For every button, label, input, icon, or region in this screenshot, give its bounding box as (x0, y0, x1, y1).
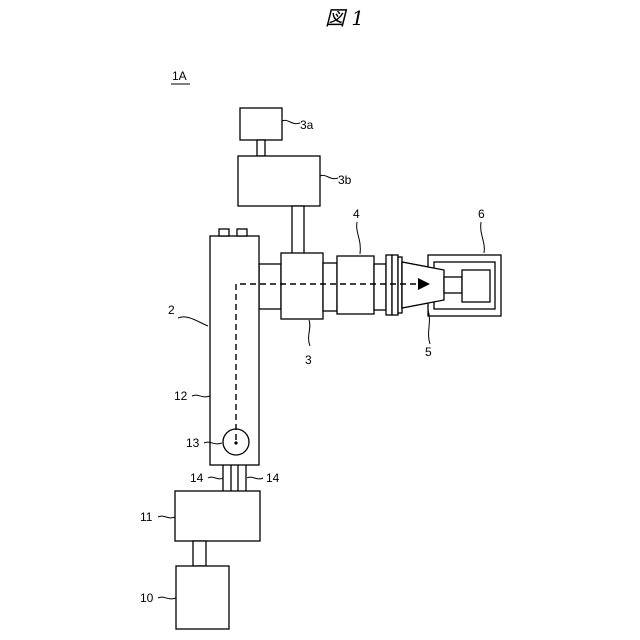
leader-3b (320, 175, 338, 178)
label-10: 10 (140, 591, 154, 605)
label-14-right: 14 (266, 471, 280, 485)
component-10-box (176, 566, 229, 629)
leader-6 (481, 222, 485, 253)
label-13: 13 (186, 436, 200, 450)
leader-2 (178, 317, 208, 326)
component-6-block (462, 270, 490, 302)
component-13-center-dot (234, 441, 237, 444)
label-5: 5 (425, 345, 432, 359)
component-11-box (175, 491, 260, 541)
label-6: 6 (478, 207, 485, 221)
label-4: 4 (353, 207, 360, 221)
flange-plate-b (392, 255, 398, 315)
label-3: 3 (305, 353, 312, 367)
connector-3b-3 (292, 206, 304, 254)
component-3b-box (238, 156, 320, 206)
leader-12 (192, 395, 210, 397)
component-4-box (337, 256, 374, 314)
connector-11-10 (193, 541, 206, 566)
label-3b: 3b (338, 173, 352, 187)
label-2: 2 (168, 303, 175, 317)
label-3a: 3a (300, 118, 314, 132)
label-12: 12 (174, 389, 188, 403)
leader-3a (282, 120, 300, 123)
column-top-nub-right (237, 229, 247, 236)
leader-14-right (247, 477, 263, 479)
leader-3 (309, 320, 310, 346)
leader-10 (158, 597, 176, 599)
figure-title: 図 1 (325, 6, 364, 30)
label-14-left: 14 (190, 471, 204, 485)
connector-3-4 (323, 263, 337, 311)
connector-4-flange (374, 264, 386, 310)
connector-3a-3b (257, 140, 265, 156)
system-label: 1A (172, 69, 187, 83)
component-3-box (281, 253, 323, 319)
component-3a-box (240, 108, 282, 140)
leader-14-left (208, 477, 223, 479)
column-top-nub-left (219, 229, 229, 236)
horizontal-beam (259, 264, 281, 309)
leader-11 (158, 516, 175, 518)
component-6-shaft (444, 277, 462, 293)
flange-plate-a (386, 255, 392, 315)
label-11: 11 (140, 510, 153, 524)
leader-4 (357, 222, 361, 254)
